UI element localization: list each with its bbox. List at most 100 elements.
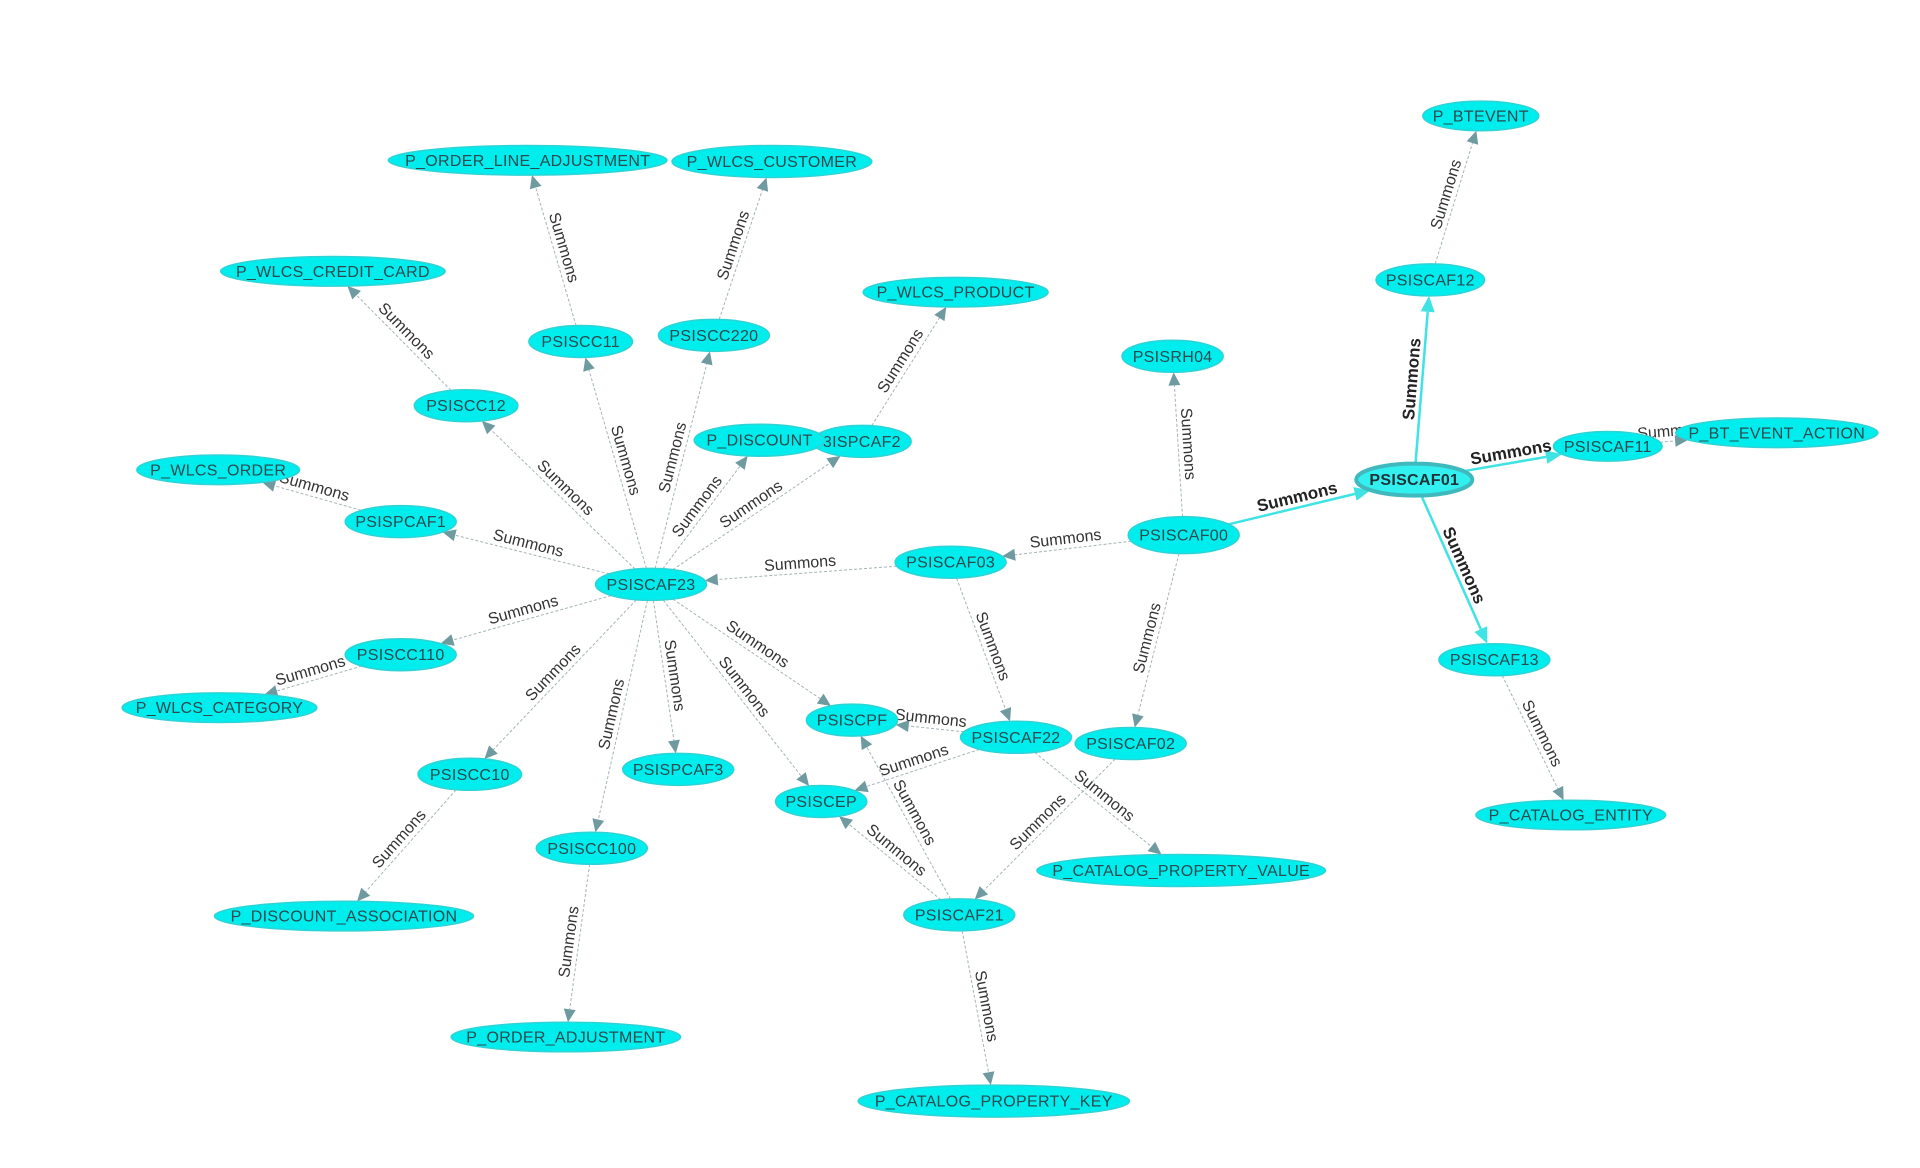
edge-label: Summons bbox=[764, 553, 837, 575]
edge-line bbox=[490, 429, 636, 570]
node-label: PSISCC110 bbox=[357, 647, 445, 664]
edge-PSISCAF22-to-PSISCPF[interactable]: Summons bbox=[894, 707, 967, 733]
edge-arrowhead bbox=[982, 1071, 995, 1085]
node-psiscc12[interactable]: PSISCC12 bbox=[413, 388, 519, 423]
edge-arrowhead bbox=[860, 735, 873, 751]
node-psiscaf02[interactable]: PSISCAF02 bbox=[1074, 726, 1187, 761]
node-psispcaf2[interactable]: 3ISPCAF2 bbox=[811, 424, 912, 459]
node-psiscc11[interactable]: PSISCC11 bbox=[528, 324, 634, 359]
edge-PSISCC220-to-P_WLCS_CUSTOMER[interactable]: Summons bbox=[714, 177, 769, 320]
edge-PSISCAF00-to-PSISCAF02[interactable]: Summons bbox=[1131, 553, 1180, 728]
edge-PSISCC100-to-P_ORDER_ADJUSTMENT[interactable]: Summons bbox=[556, 864, 591, 1023]
edge-PSISCAF23-to-PSISCC11[interactable]: Summons bbox=[583, 357, 647, 569]
node-psiscaf22[interactable]: PSISCAF22 bbox=[959, 720, 1073, 755]
node-psiscaf12[interactable]: PSISCAF12 bbox=[1375, 263, 1486, 297]
node-psisrh04[interactable]: PSISRH04 bbox=[1121, 339, 1224, 374]
node-label: PSISCAF01 bbox=[1369, 472, 1459, 489]
edge-label: Summons bbox=[1428, 158, 1465, 232]
edge-arrowhead bbox=[357, 887, 371, 902]
edge-PSISCAF00-to-PSISCAF01[interactable]: Summons bbox=[1228, 478, 1371, 526]
node-label: PSISCAF03 bbox=[906, 555, 995, 572]
edge-line bbox=[356, 294, 452, 391]
node-p-discount[interactable]: P_DISCOUNT bbox=[693, 423, 826, 457]
edge-PSISCAF23-to-PSISPCAF1[interactable]: Summons bbox=[442, 527, 610, 575]
node-p-catalog-property-key[interactable]: P_CATALOG_PROPERTY_KEY bbox=[857, 1084, 1131, 1118]
node-psiscaf13[interactable]: PSISCAF13 bbox=[1438, 642, 1551, 677]
edge-PSISCC12-to-P_WLCS_CREDIT_CARD[interactable]: Summons bbox=[347, 285, 452, 391]
edge-PSISCAF22-to-PSISCEP[interactable]: Summons bbox=[854, 742, 980, 793]
node-ellipse bbox=[1552, 430, 1663, 462]
node-p-wlcs-customer[interactable]: P_WLCS_CUSTOMER bbox=[671, 144, 873, 179]
edge-PSISCAF12-to-P_BTEVENT[interactable]: Summons bbox=[1428, 130, 1479, 265]
edge-PSISCAF23-to-PSISCC100[interactable]: Summons bbox=[592, 600, 648, 833]
node-psiscc100[interactable]: PSISCC100 bbox=[535, 831, 649, 866]
edge-PSISCAF01-to-PSISCAF12[interactable]: Summons bbox=[1399, 295, 1435, 464]
edge-PSISCAF03-to-PSISCAF22[interactable]: Summons bbox=[956, 578, 1013, 722]
edge-PSISCC11-to-P_ORDER_LINE_ADJUSTMENT[interactable]: Summons bbox=[529, 175, 582, 326]
node-psiscc220[interactable]: PSISCC220 bbox=[657, 318, 771, 353]
node-label: P_BT_EVENT_ACTION bbox=[1688, 425, 1865, 442]
node-psiscaf00[interactable]: PSISCAF00 bbox=[1127, 515, 1240, 555]
node-psiscaf01[interactable]: PSISCAF01 bbox=[1354, 461, 1475, 498]
node-ellipse bbox=[1422, 100, 1540, 132]
node-label: P_CATALOG_ENTITY bbox=[1489, 808, 1653, 825]
node-psiscpf[interactable]: PSISCPF bbox=[805, 703, 899, 737]
node-psiscaf03[interactable]: PSISCAF03 bbox=[894, 545, 1007, 579]
edge-label: Summons bbox=[877, 742, 951, 781]
node-ellipse bbox=[344, 504, 457, 539]
edge-line bbox=[1420, 494, 1482, 630]
node-psiscaf11[interactable]: PSISCAF11 bbox=[1552, 430, 1663, 462]
node-p-btevent[interactable]: P_BTEVENT bbox=[1422, 100, 1540, 132]
edge-label: Summons bbox=[714, 209, 753, 283]
node-psiscaf21[interactable]: PSISCAF21 bbox=[903, 898, 1016, 932]
node-p-wlcs-credit-card[interactable]: P_WLCS_CREDIT_CARD bbox=[219, 255, 446, 287]
edge-line bbox=[452, 595, 612, 641]
edge-line bbox=[455, 534, 610, 575]
edge-PSISCAF00-to-PSISRH04[interactable]: Summons bbox=[1168, 372, 1198, 517]
edge-PSISCAF23-to-PSISCC110[interactable]: Summons bbox=[440, 593, 612, 646]
node-p-order-line-adjustment[interactable]: P_ORDER_LINE_ADJUSTMENT bbox=[387, 144, 668, 176]
edge-PSISCAF01-to-PSISCAF13[interactable]: Summons bbox=[1420, 494, 1489, 644]
node-psispcaf3[interactable]: PSISPCAF3 bbox=[621, 752, 735, 787]
edge-label: Summons bbox=[491, 527, 565, 561]
edge-PSISPCAF2-to-P_WLCS_PRODUCT[interactable]: Summons bbox=[871, 306, 947, 426]
edge-PSISCAF23-to-PSISPCAF3[interactable]: Summons bbox=[652, 600, 688, 754]
node-psiscep[interactable]: PSISCEP bbox=[774, 784, 868, 819]
node-psispcaf1[interactable]: PSISPCAF1 bbox=[344, 504, 457, 539]
edge-PSISCAF03-to-PSISCAF23[interactable]: Summons bbox=[704, 553, 897, 586]
edge-PSISCC10-to-P_DISCOUNT_ASSOCIATION[interactable]: Summons bbox=[357, 789, 457, 902]
edge-PSISCAF01-to-PSISCAF11[interactable]: Summons bbox=[1463, 436, 1562, 473]
node-psiscaf23[interactable]: PSISCAF23 bbox=[594, 567, 708, 602]
node-label: 3ISPCAF2 bbox=[823, 434, 901, 451]
node-psiscc10[interactable]: PSISCC10 bbox=[417, 757, 523, 792]
edge-line bbox=[1137, 553, 1180, 716]
edge-PSISCAF13-to-P_CATALOG_ENTITY[interactable]: Summons bbox=[1501, 675, 1565, 801]
edge-line bbox=[1414, 311, 1429, 464]
edge-arrowhead bbox=[1002, 548, 1016, 561]
edge-PSISCAF21-to-P_CATALOG_PROPERTY_KEY[interactable]: Summons bbox=[961, 930, 1001, 1085]
node-label: P_CATALOG_PROPERTY_VALUE bbox=[1052, 863, 1310, 880]
node-p-catalog-entity[interactable]: P_CATALOG_ENTITY bbox=[1475, 799, 1667, 831]
node-label: P_WLCS_ORDER bbox=[150, 462, 286, 479]
node-ellipse bbox=[857, 1084, 1131, 1118]
edge-PSISCAF00-to-PSISCAF03[interactable]: Summons bbox=[1002, 527, 1132, 561]
edge-arrowhead bbox=[592, 818, 605, 833]
node-ellipse bbox=[344, 637, 457, 672]
node-p-discount-association[interactable]: P_DISCOUNT_ASSOCIATION bbox=[213, 900, 475, 932]
edge-label: Summons bbox=[556, 905, 583, 979]
edge-line bbox=[569, 864, 591, 1010]
node-p-bt-event-action[interactable]: P_BT_EVENT_ACTION bbox=[1674, 417, 1879, 449]
node-p-wlcs-category[interactable]: P_WLCS_CATEGORY bbox=[121, 692, 318, 724]
node-p-catalog-property-value[interactable]: P_CATALOG_PROPERTY_VALUE bbox=[1036, 853, 1327, 888]
node-ellipse bbox=[903, 898, 1016, 932]
node-p-wlcs-order[interactable]: P_WLCS_ORDER bbox=[136, 454, 301, 486]
node-psiscc110[interactable]: PSISCC110 bbox=[344, 637, 457, 672]
node-ellipse bbox=[657, 318, 771, 353]
node-p-wlcs-product[interactable]: P_WLCS_PRODUCT bbox=[862, 276, 1049, 308]
node-p-order-adjustment[interactable]: P_ORDER_ADJUSTMENT bbox=[450, 1021, 682, 1053]
node-ellipse bbox=[805, 703, 899, 737]
edge-arrowhead bbox=[700, 351, 713, 366]
node-label: PSISRH04 bbox=[1133, 349, 1213, 366]
